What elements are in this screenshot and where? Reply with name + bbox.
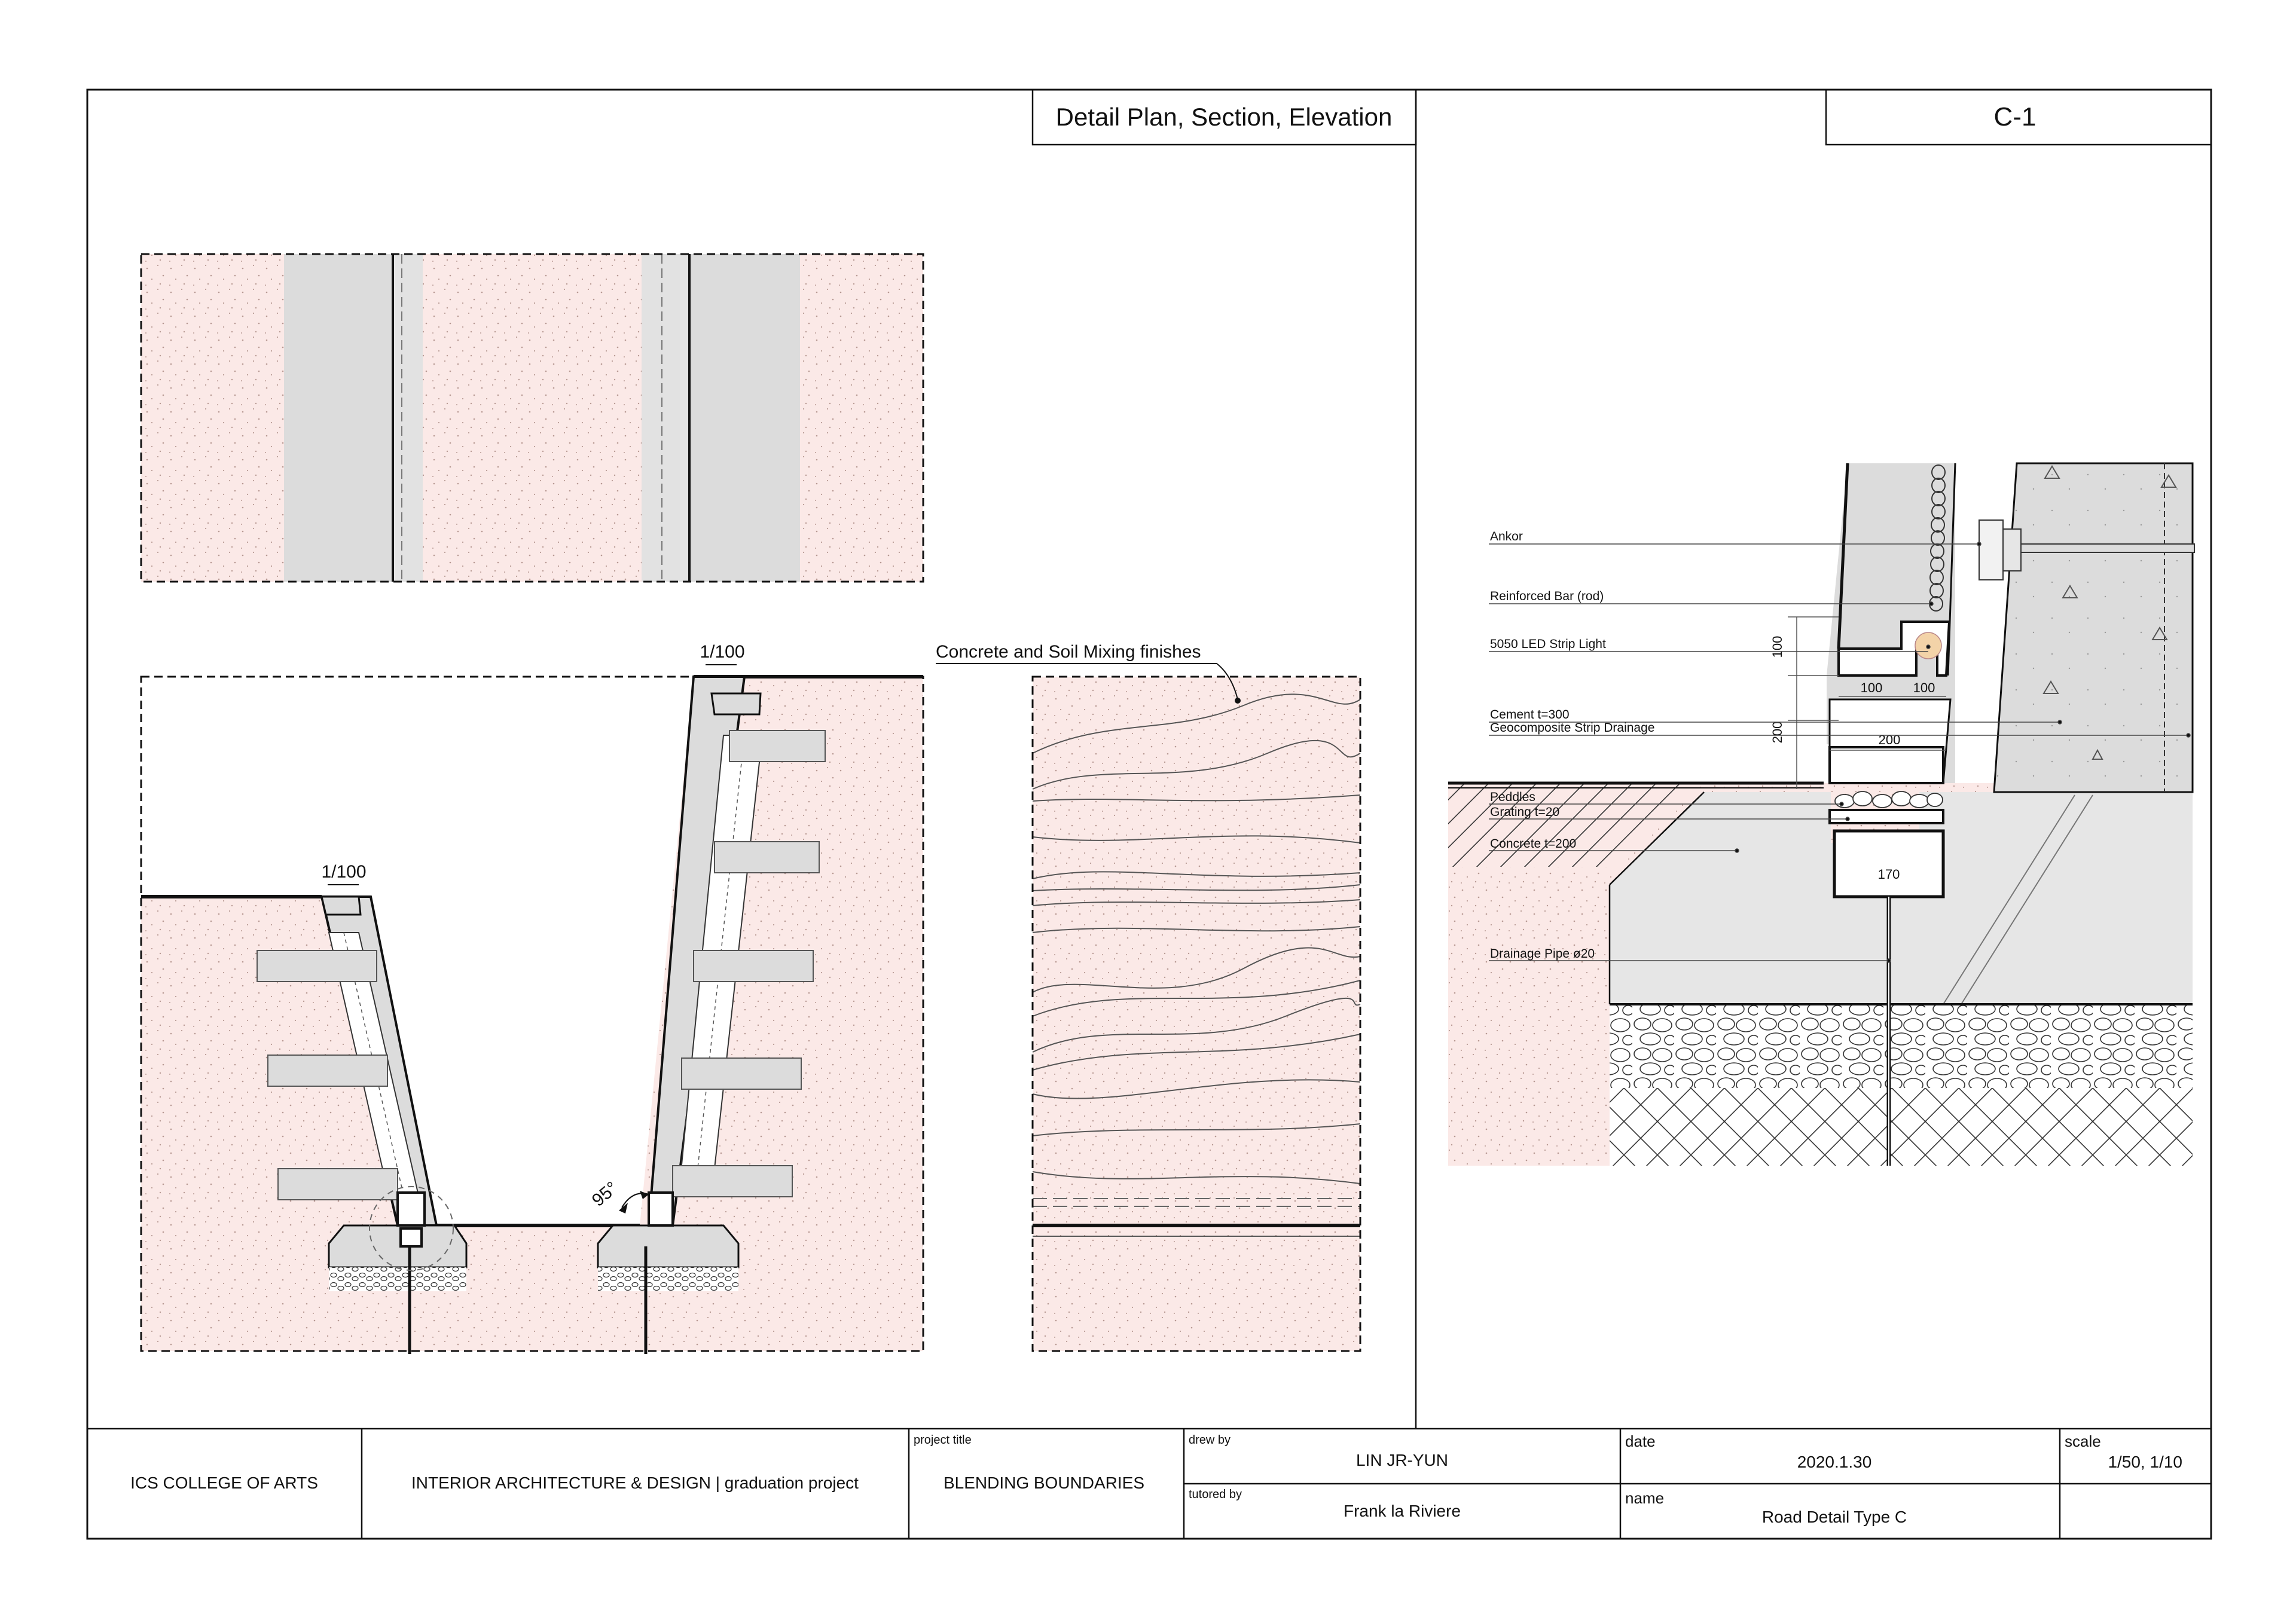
elevation-finish-label: Concrete and Soil Mixing finishes — [936, 642, 1201, 662]
tb-date: 2020.1.30 — [1797, 1453, 1872, 1471]
dim-170: 170 — [1878, 867, 1900, 882]
label-grating: Grating t=20 — [1490, 805, 1559, 819]
section-footing-left — [328, 1224, 468, 1269]
dim-100-b: 100 — [1913, 680, 1935, 695]
tb-name: Road Detail Type C — [1762, 1508, 1907, 1526]
plan-wall-left — [284, 254, 392, 582]
detail-reinforced-bar — [1929, 464, 1946, 612]
sheet-number: C-1 — [1994, 102, 2037, 132]
elevation-view: Concrete and Soil Mixing finishes — [936, 642, 1361, 1352]
sheet-number-box — [1825, 88, 2212, 146]
plan-view — [140, 253, 924, 583]
label-ankor: Ankor — [1490, 530, 1523, 543]
tb-project-title-label: project title — [914, 1434, 972, 1447]
dim-100-a: 100 — [1861, 680, 1883, 695]
tb-scale: 1/50, 1/10 — [2108, 1453, 2182, 1471]
tb-school: ICS COLLEGE OF ARTS — [130, 1474, 318, 1492]
angle-label: 95° — [588, 1178, 622, 1210]
tb-date-label: date — [1625, 1432, 1656, 1450]
tb-tutored-by: Frank la Riviere — [1344, 1502, 1461, 1520]
title-block: ICS COLLEGE OF ARTS INTERIOR ARCHITECTUR… — [87, 1428, 2211, 1539]
tb-project-title: BLENDING BOUNDARIES — [944, 1474, 1144, 1492]
label-concrete: Concrete t=200 — [1490, 837, 1576, 851]
detail-retained-wall — [1993, 462, 2194, 793]
label-peddles: Peddles — [1490, 790, 1535, 804]
slope-label-left: 1/100 — [321, 862, 366, 882]
dim-200: 200 — [1879, 732, 1901, 747]
section-footing-right — [597, 1224, 740, 1269]
sheet-title-box — [1031, 88, 1417, 146]
section-anchors-right — [672, 730, 826, 1197]
sheet-title: Detail Plan, Section, Elevation — [1056, 103, 1393, 131]
tb-name-label: name — [1625, 1489, 1664, 1507]
label-led: 5050 LED Strip Light — [1490, 637, 1606, 651]
tb-drew-by-label: drew by — [1189, 1434, 1231, 1447]
label-geocomposite: Geocomposite Strip Drainage — [1490, 721, 1654, 735]
detail-view: 100 200 100 100 200 170 Ankor Reinforced… — [1448, 462, 2195, 1166]
label-cement: Cement t=300 — [1490, 708, 1570, 722]
slope-label-right: 1/100 — [700, 642, 744, 662]
detail-callout-circle — [369, 1186, 454, 1271]
dim-200-vertical: 200 — [1770, 722, 1785, 744]
tb-program: INTERIOR ARCHITECTURE & DESIGN | graduat… — [411, 1474, 859, 1492]
dim-100-vertical: 100 — [1770, 636, 1785, 658]
tb-drew-by: LIN JR-YUN — [1356, 1451, 1448, 1469]
section-anchors-left — [257, 950, 398, 1200]
label-reinforced-bar: Reinforced Bar (rod) — [1490, 589, 1604, 603]
section-view: 1/100 1/100 95° — [140, 642, 924, 1354]
tb-scale-label: scale — [2065, 1432, 2101, 1450]
tb-tutored-by-label: tutored by — [1189, 1488, 1242, 1501]
label-drainage-pipe: Drainage Pipe ø20 — [1490, 947, 1595, 961]
plan-wall-right — [689, 254, 800, 582]
